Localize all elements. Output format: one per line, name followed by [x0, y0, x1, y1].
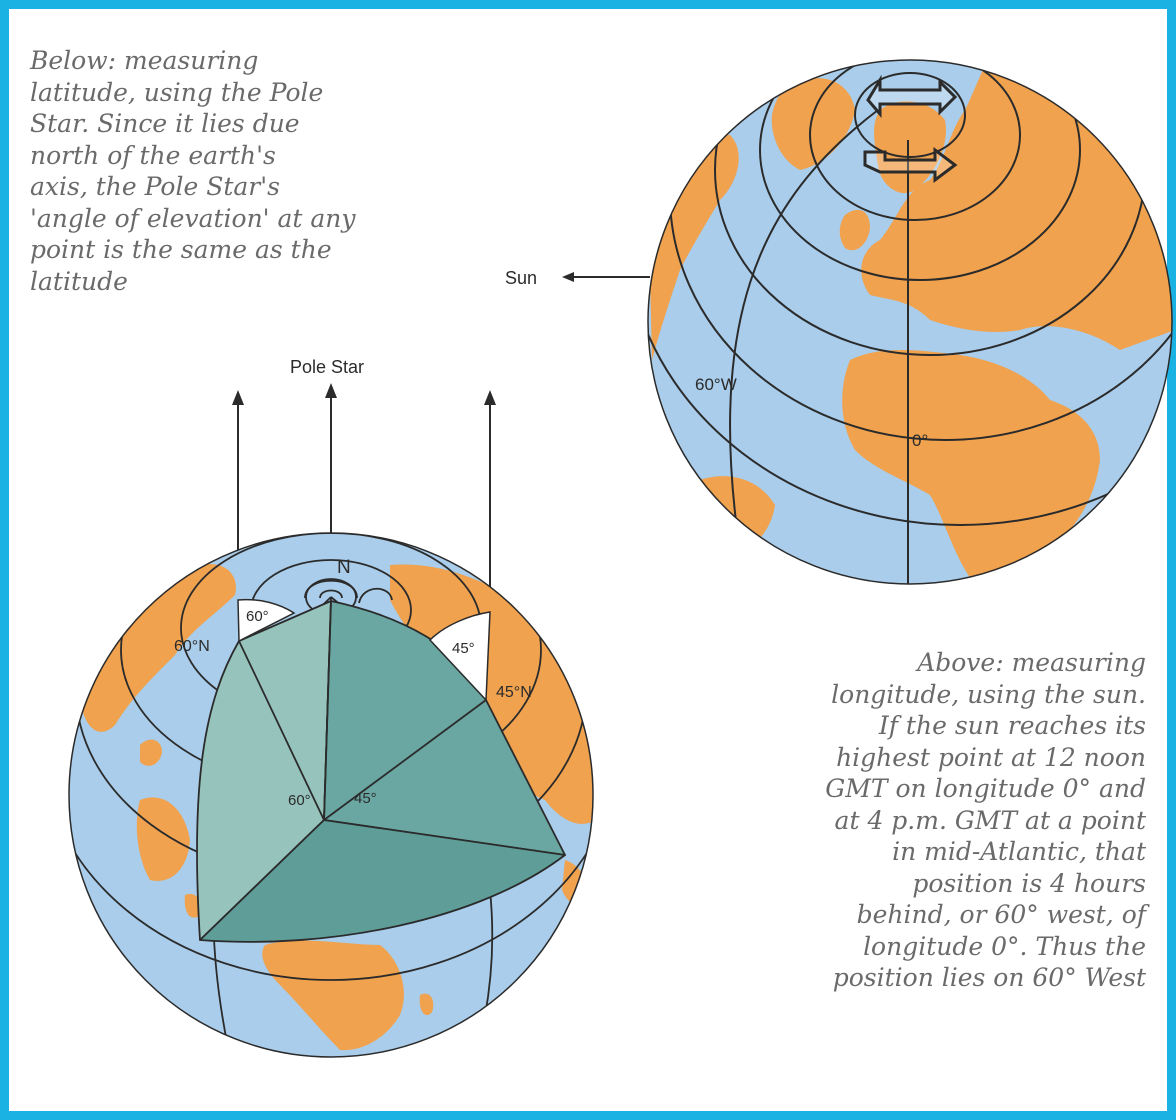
caption-line: longitude 0°. Thus the — [863, 931, 1146, 961]
pole-loop — [319, 589, 343, 599]
caption-line: position is 4 hours — [912, 868, 1146, 898]
caption-line: longitude, using the sun. — [831, 679, 1146, 709]
caption-line: Star. Since it lies due — [30, 109, 300, 138]
caption-line: axis, the Pole Star's — [30, 172, 280, 201]
angle-45-center-label: 45° — [354, 790, 377, 807]
caption-line: north of the earth's — [30, 140, 276, 170]
sun-label: Sun — [505, 268, 537, 288]
caption-line: behind, or 60° west, of — [856, 900, 1146, 929]
north-label: N — [337, 557, 351, 578]
pole-loop — [304, 579, 358, 599]
caption-line: latitude — [30, 266, 128, 296]
globe-outline — [647, 59, 1173, 585]
landmass-island — [140, 739, 162, 766]
lat-45n-label: 45°N — [496, 684, 532, 701]
latitude-circle — [809, 60, 1021, 221]
caption-line: If the sun reaches its — [878, 711, 1146, 740]
longitude-globe: Sun 60°W 0° — [505, 59, 1173, 585]
meridian-zero-label: 0° — [912, 431, 928, 450]
caption-line: point is the same as the — [30, 235, 332, 264]
caption-line: latitude, using the Pole — [30, 77, 324, 107]
arrowhead-icon — [325, 383, 337, 398]
caption-line: highest point at 12 noon — [836, 742, 1146, 772]
caption-line: at 4 p.m. GMT at a point — [834, 805, 1146, 835]
arrowhead-icon — [484, 390, 496, 405]
wedge-bottom-face — [199, 819, 566, 943]
longitude-caption: Above: measuring longitude, using the su… — [726, 647, 1146, 994]
caption-line: Above: measuring — [917, 648, 1146, 677]
rotation-arrow-icon — [866, 74, 958, 119]
landmass-africa — [262, 940, 404, 1051]
landmass-british-isles — [839, 209, 870, 251]
meridian-west-label: 60°W — [695, 375, 737, 394]
latitude-circle — [759, 60, 1081, 281]
wedge-left-face — [196, 600, 332, 941]
caption-line: Below: measuring — [30, 46, 259, 75]
latitude-circle — [69, 533, 593, 981]
sun-arrowhead — [562, 272, 574, 282]
arrowhead-icon — [232, 390, 244, 405]
landmass-island — [419, 993, 434, 1016]
angle-60-top-label: 60° — [246, 608, 269, 625]
caption-line: in mid-Atlantic, that — [892, 837, 1146, 866]
latitude-caption: Below: measuring latitude, using the Pol… — [30, 45, 450, 297]
landmass-africa — [842, 350, 1100, 584]
caption-line: GMT on longitude 0° and — [825, 774, 1146, 803]
angle-60-center-label: 60° — [288, 792, 311, 809]
lat-60n-label: 60°N — [174, 638, 210, 655]
rotation-arrow-icon — [863, 147, 958, 183]
pole-loops — [304, 579, 393, 604]
landmass-scandinavia — [874, 101, 946, 194]
meridian-60w — [729, 109, 879, 584]
caption-line: position lies on 60° West — [832, 963, 1146, 992]
caption-line: 'angle of elevation' at any — [30, 203, 356, 233]
globe-outline — [68, 532, 594, 1058]
wedge-edge — [238, 640, 325, 821]
latitude-globe: Pole Star — [68, 357, 594, 1058]
latitude-circle — [854, 72, 966, 158]
wedge-axis — [323, 597, 332, 821]
latitude-circle — [648, 60, 1172, 526]
pole-loop — [358, 587, 393, 604]
latitude-wedge — [196, 597, 566, 943]
angle-sector-60 — [237, 598, 296, 643]
pole-star-label: Pole Star — [290, 357, 364, 377]
angle-sector-45 — [428, 611, 491, 702]
angle-45-top-label: 45° — [452, 640, 475, 657]
wedge-edge — [323, 699, 487, 821]
landmass-north-america — [80, 564, 236, 732]
landmass-south-america — [136, 797, 190, 881]
